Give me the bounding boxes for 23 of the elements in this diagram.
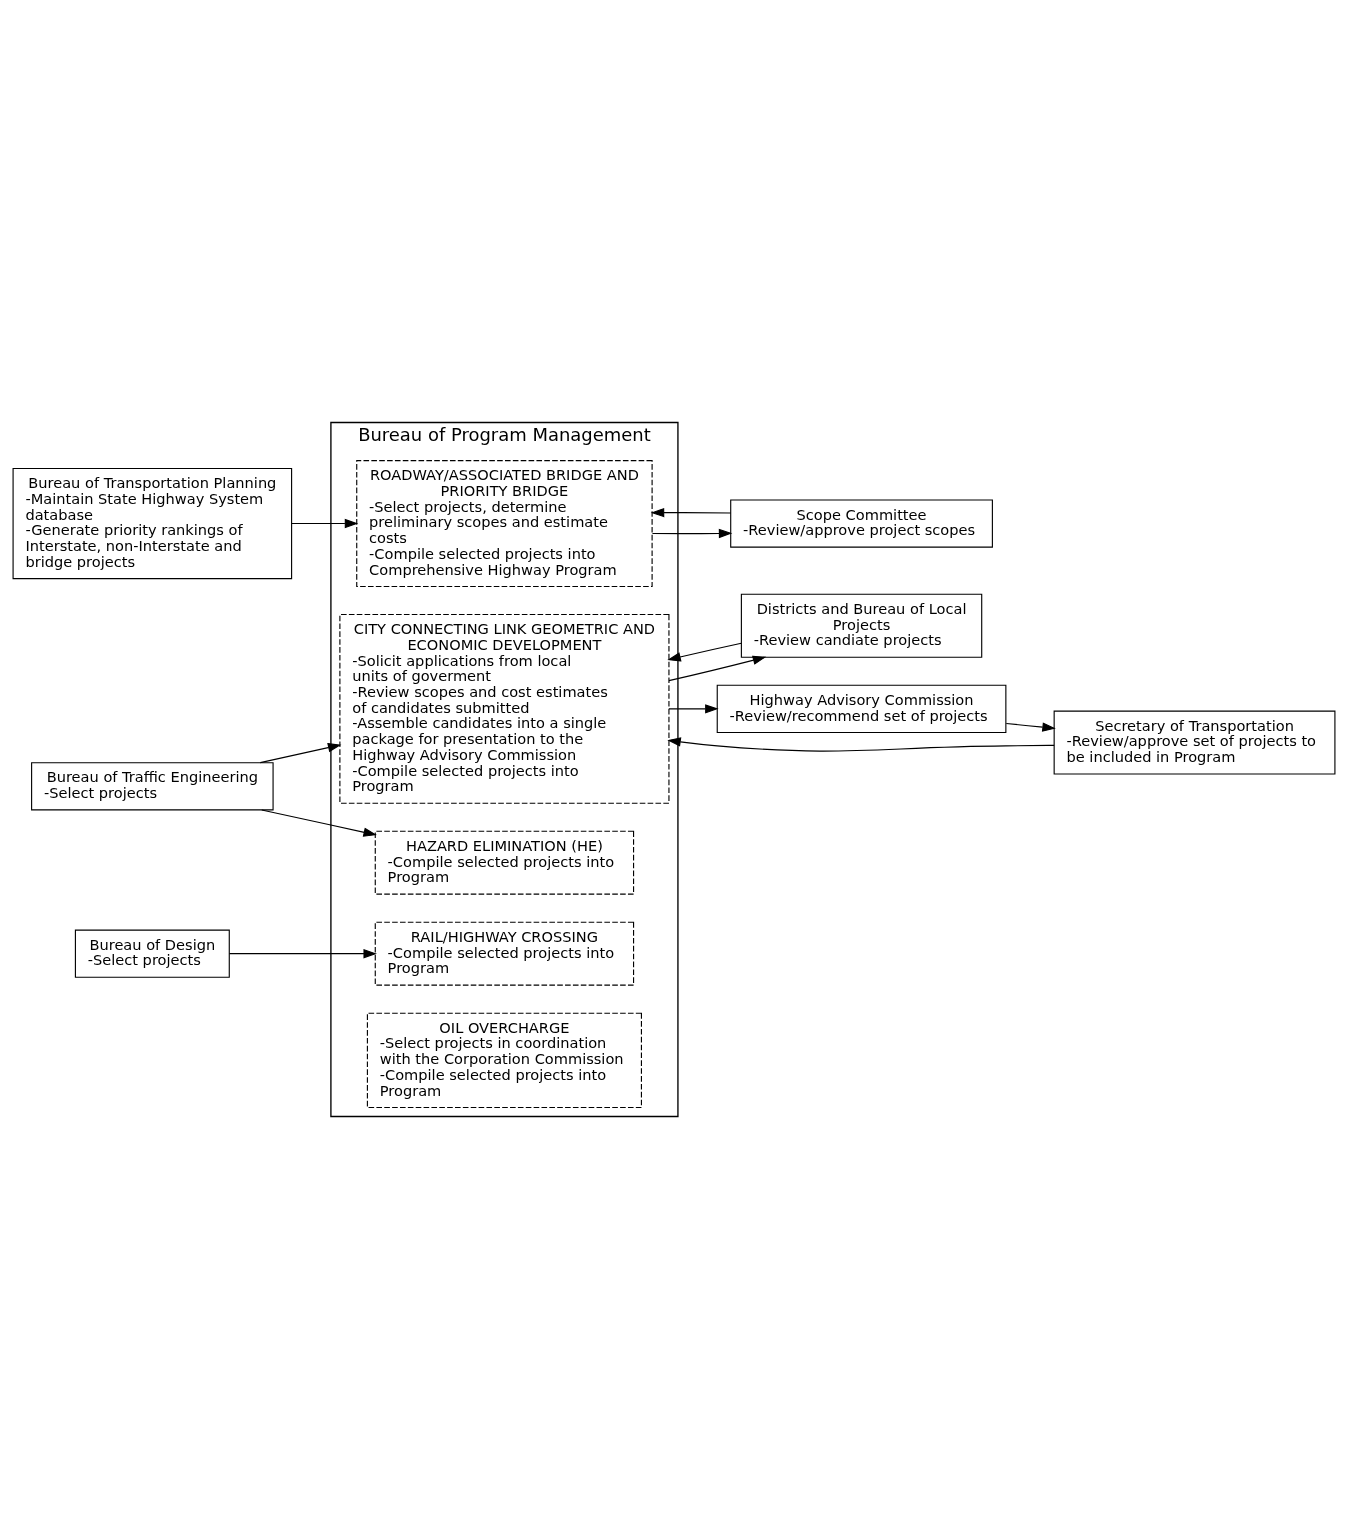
arrow xyxy=(668,704,719,714)
node-box: Districts and Bureau of Local Projects -Review candiate projects xyxy=(740,593,983,658)
node-box: CITY CONNECTING LINK GEOMETRIC AND ECONOMIC DEVELOPMENT -Solicit applications from local units of goverment -Review scopes and cost estimates of candidates submitted -Assemble candidates into a single package for presentation to the Highway Advisory Commission -Compile selected projects into Program xyxy=(339,613,670,804)
node-box: Bureau of Transportation Planning -Maintain State Highway System database -Generate priority rankings of Interstate, non-Interstate and bridge projects xyxy=(12,467,293,580)
node-box: Secretary of Transportation -Review/approve set of projects to be included in Program xyxy=(1053,710,1336,775)
node-box: Bureau of Traffic Engineering -Select projects xyxy=(31,762,274,811)
arrow xyxy=(259,743,342,764)
arrow xyxy=(228,948,377,959)
arrow xyxy=(651,528,733,539)
node-box: OIL OVERCHARGE -Select projects in coordination with the Corporation Commission -Compile selected projects into Program xyxy=(366,1012,642,1109)
node-box: Highway Advisory Commission -Review/recommend set of projects xyxy=(716,684,1007,733)
arrow xyxy=(291,518,359,529)
arrow xyxy=(668,655,767,682)
arrow xyxy=(650,507,732,518)
arrow xyxy=(667,737,1055,752)
arrow xyxy=(261,809,377,837)
node-box: Scope Committee -Review/approve project scopes xyxy=(730,499,993,548)
arrow xyxy=(1005,722,1056,732)
node-box: RAIL/HIGHWAY CROSSING -Compile selected projects into Program xyxy=(374,921,635,986)
node-box: Bureau of Design -Select projects xyxy=(74,929,230,978)
node-box: ROADWAY/ASSOCIATED BRIDGE AND PRIORITY BRIDGE -Select projects, determine preliminary scopes and estimate costs -Compile selected projects into Comprehensive Highway Program xyxy=(356,460,653,587)
node-box: HAZARD ELIMINATION (HE) -Compile selected projects into Program xyxy=(374,830,635,895)
arrow xyxy=(667,642,742,662)
